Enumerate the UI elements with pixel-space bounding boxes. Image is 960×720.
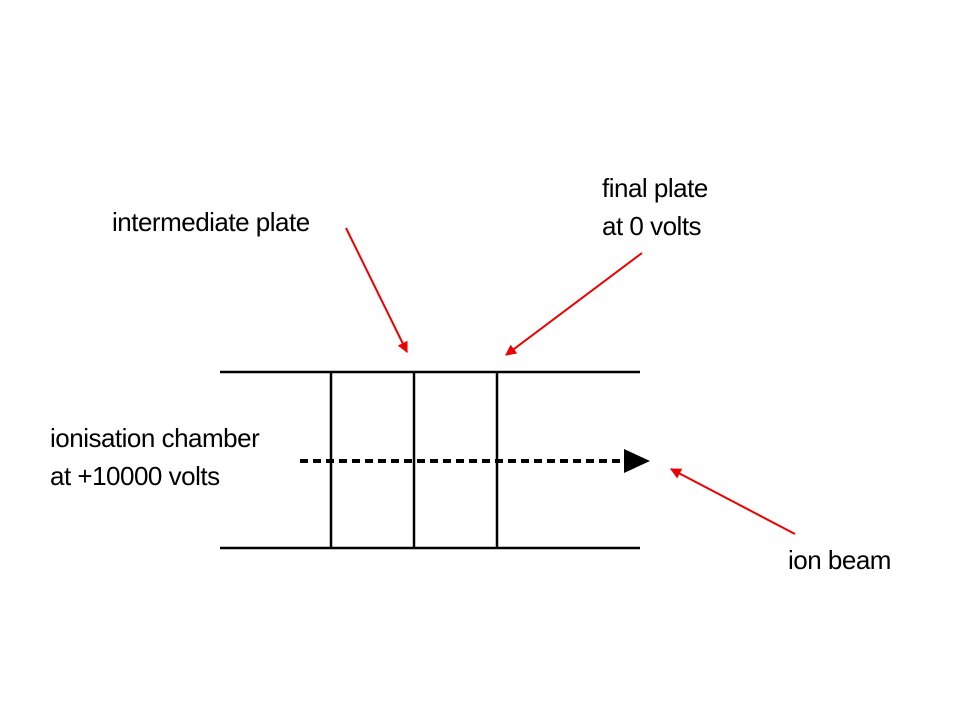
intermediate-plate-pointer [345,227,408,353]
intermediate-plate-text: intermediate plate [112,207,310,237]
final-plate-pointer [505,252,643,356]
intermediate-plate-label: intermediate plate [112,203,310,241]
ion-beam-pointer [670,468,796,535]
final-plate-line2: at 0 volts [602,211,702,241]
final-plate-label: final plate at 0 volts [602,169,708,245]
ion-beam-text: ion beam [788,545,891,575]
ion-beam-arrowhead [624,449,650,473]
ionisation-chamber-label: ionisation chamber at +10000 volts [50,419,260,495]
ionisation-chamber-line2: at +10000 volts [50,461,220,491]
ion-beam-label: ion beam [788,541,891,579]
ionisation-chamber-line1: ionisation chamber [50,423,260,453]
final-plate-line1: final plate [602,173,708,203]
